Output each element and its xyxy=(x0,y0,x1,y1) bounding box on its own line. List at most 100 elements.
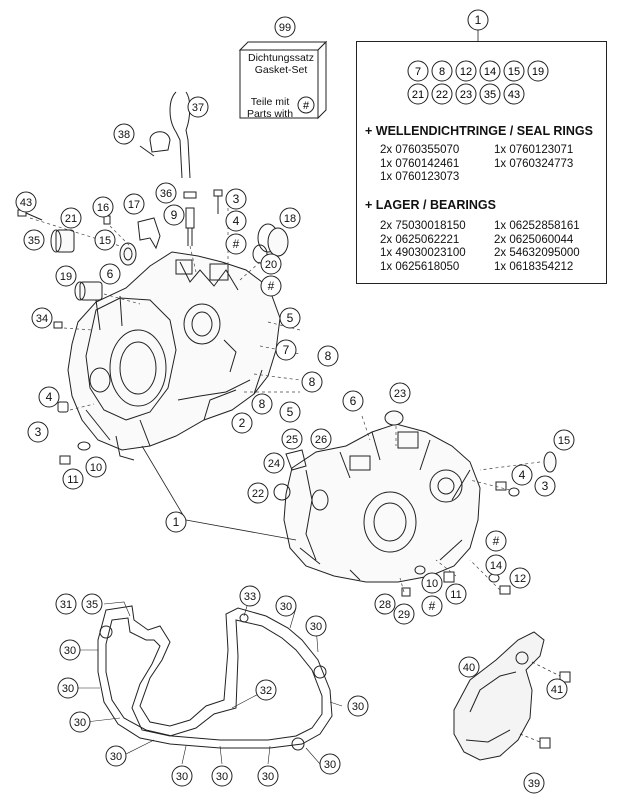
callout-c2: 2 xyxy=(231,412,253,434)
callout-circle xyxy=(225,233,247,255)
callout-circle xyxy=(113,123,135,145)
callout-c32: 32 xyxy=(255,679,277,701)
callout-label: 2 xyxy=(239,416,246,430)
callout-c14: 14 xyxy=(485,554,507,576)
callout-circle xyxy=(281,428,303,450)
callout-label: 7 xyxy=(283,343,290,357)
callout-label: 41 xyxy=(551,684,563,696)
callout-circle xyxy=(485,554,507,576)
kit-part-ref-label: 7 xyxy=(415,66,421,78)
callout-label: 30 xyxy=(352,701,364,713)
callout-label: 29 xyxy=(398,609,410,621)
callout-label: 33 xyxy=(244,591,256,603)
callout-label: 1 xyxy=(173,515,180,529)
callout-c3c: 3 xyxy=(534,475,556,497)
callout-c7: 7 xyxy=(275,339,297,361)
bearing-line: 1x 06252858161 xyxy=(494,220,580,232)
callout-label: # xyxy=(429,599,436,613)
callout-h1: # xyxy=(225,233,247,255)
callout-circle xyxy=(511,464,533,486)
callout-label: 30 xyxy=(74,717,86,729)
callout-circle xyxy=(31,307,53,329)
callout-label: 30 xyxy=(62,683,74,695)
callout-label: 24 xyxy=(268,458,280,470)
callout-label: 3 xyxy=(542,479,549,493)
callout-label: 30 xyxy=(310,621,322,633)
cover-bolts xyxy=(519,661,571,749)
callout-c41: 41 xyxy=(546,678,568,700)
callout-circle xyxy=(534,475,556,497)
kit-part-ref-label: 12 xyxy=(460,66,472,78)
callout-c35b: 35 xyxy=(81,593,103,615)
callout-circle xyxy=(445,583,467,605)
gasket-set-label-de: Dichtungssatz xyxy=(248,52,314,64)
callout-circle xyxy=(165,511,187,533)
callout-c30i: 30 xyxy=(211,765,233,787)
seal-ring-line: 1x 0760123073 xyxy=(380,171,460,183)
callout-c38: 38 xyxy=(113,123,135,145)
callout-c8a: 8 xyxy=(317,345,339,367)
callout-label: # xyxy=(268,279,275,293)
callout-c4a: 4 xyxy=(225,210,247,232)
callout-circle xyxy=(94,229,116,251)
kit-part-ref-label: 14 xyxy=(484,66,496,78)
kit-part-ref-label: 43 xyxy=(508,89,520,101)
callout-c26: 26 xyxy=(310,428,332,450)
gasket-set-hash-label: # xyxy=(303,100,310,112)
callout-circle xyxy=(275,595,297,617)
callout-label: 19 xyxy=(60,271,72,283)
kit-part-ref-label: 19 xyxy=(532,66,544,78)
left-crankcase-half xyxy=(67,251,281,461)
callout-circle xyxy=(59,639,81,661)
kit-part-ref-circle xyxy=(455,83,477,105)
callout-c11b: 11 xyxy=(445,583,467,605)
callout-circle xyxy=(163,204,185,226)
callout-circle xyxy=(211,765,233,787)
callout-c5a: 5 xyxy=(279,307,301,329)
callout-c1b: 1 xyxy=(165,511,187,533)
bearing-line: 1x 49030023100 xyxy=(380,247,466,259)
callout-circle xyxy=(85,456,107,478)
callout-label: 30 xyxy=(176,771,188,783)
callout-circle xyxy=(225,188,247,210)
callout-c8b: 8 xyxy=(301,371,323,393)
kit-part-ref-label: 8 xyxy=(439,66,445,78)
callout-label: 99 xyxy=(279,22,291,34)
callout-circle xyxy=(274,16,296,38)
callout-circle xyxy=(255,679,277,701)
bearing-line: 2x 54632095000 xyxy=(494,247,580,259)
callout-c31: 31 xyxy=(55,593,77,615)
callout-label: 16 xyxy=(97,202,109,214)
callout-label: 30 xyxy=(64,645,76,657)
callout-circle xyxy=(319,753,341,775)
kit-part-ref-circle xyxy=(479,83,501,105)
callout-circle xyxy=(310,428,332,450)
callout-c15b: 15 xyxy=(553,429,575,451)
callout-label: 30 xyxy=(280,601,292,613)
callout-label: 10 xyxy=(90,462,102,474)
callout-label: 30 xyxy=(216,771,228,783)
bearings-heading: + LAGER / BEARINGS xyxy=(365,198,496,212)
callout-label: # xyxy=(233,237,240,251)
callout-label: 12 xyxy=(514,573,526,585)
callout-label: 43 xyxy=(20,197,32,209)
callout-c6a: 6 xyxy=(99,263,121,285)
callout-c30c: 30 xyxy=(59,639,81,661)
callout-circle xyxy=(239,585,261,607)
callout-c20: 20 xyxy=(260,253,282,275)
kit-part-ref-circle xyxy=(503,60,525,82)
callout-circle xyxy=(247,482,269,504)
callout-label: 11 xyxy=(67,474,78,486)
callout-label: 23 xyxy=(394,388,406,400)
callout-label: 25 xyxy=(286,434,298,446)
callout-circle xyxy=(458,656,480,678)
callout-circle xyxy=(421,595,443,617)
callout-label: # xyxy=(493,534,500,548)
kit-part-ref-circle xyxy=(455,60,477,82)
kit-part-ref-label: 21 xyxy=(412,89,424,101)
kit-part-ref: 22 xyxy=(431,83,453,105)
callout-h2: # xyxy=(260,275,282,297)
callout-label: 1 xyxy=(475,13,482,27)
callout-circle xyxy=(257,765,279,787)
